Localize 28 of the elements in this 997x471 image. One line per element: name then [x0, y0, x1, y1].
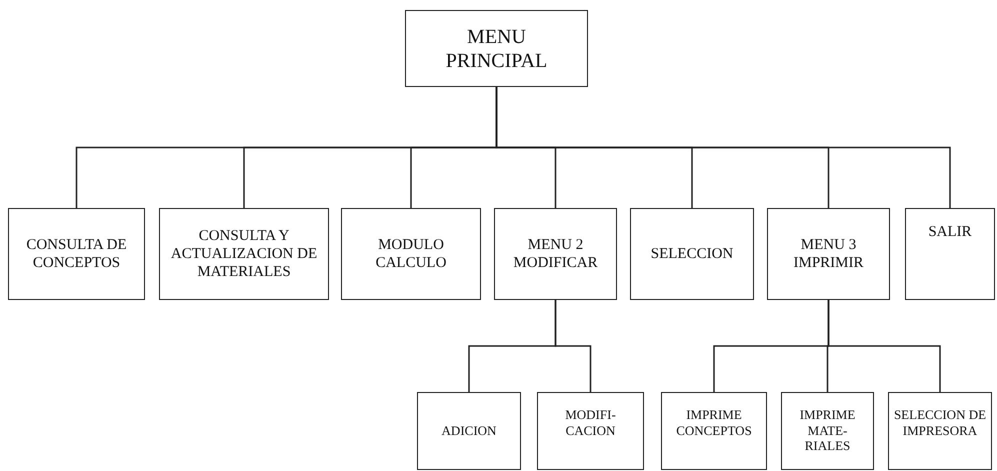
connector-line [828, 300, 941, 392]
menu-box [405, 10, 588, 87]
box-label: SELECCION [650, 245, 734, 263]
box-label: CONSULTA DE CONCEPTOS [25, 236, 128, 272]
menu-box [781, 392, 874, 470]
box-label: IMPRIME MATE- RIALES [798, 407, 856, 454]
menu-box [537, 392, 644, 470]
menu-box [159, 208, 329, 300]
menu-box [888, 392, 992, 470]
box-label: MODULO CALCULO [374, 236, 448, 272]
box-label: MENU 2 MODIFICAR [512, 236, 599, 272]
box-label: MENU 3 IMPRIMIR [792, 236, 864, 272]
menu-box [494, 208, 617, 300]
menu-box [767, 208, 890, 300]
box-label: IMPRIME CONCEPTOS [675, 407, 753, 438]
menu-box [341, 208, 481, 300]
connector-line [554, 300, 592, 392]
menu-box [661, 392, 767, 470]
box-label: SELECCION DE IMPRESORA [892, 407, 988, 438]
menu-box [630, 208, 754, 300]
box-label: CONSULTA Y ACTUALIZACION DE MATERIALES [170, 227, 318, 281]
box-label: MODIFI- CACION [564, 407, 617, 438]
menu-box [8, 208, 145, 300]
box-label: SALIR [928, 223, 972, 241]
box-label: MENU PRINCIPAL [444, 24, 548, 72]
menu-box [905, 208, 995, 300]
menu-box [417, 392, 521, 470]
box-label: ADICION [442, 423, 496, 439]
